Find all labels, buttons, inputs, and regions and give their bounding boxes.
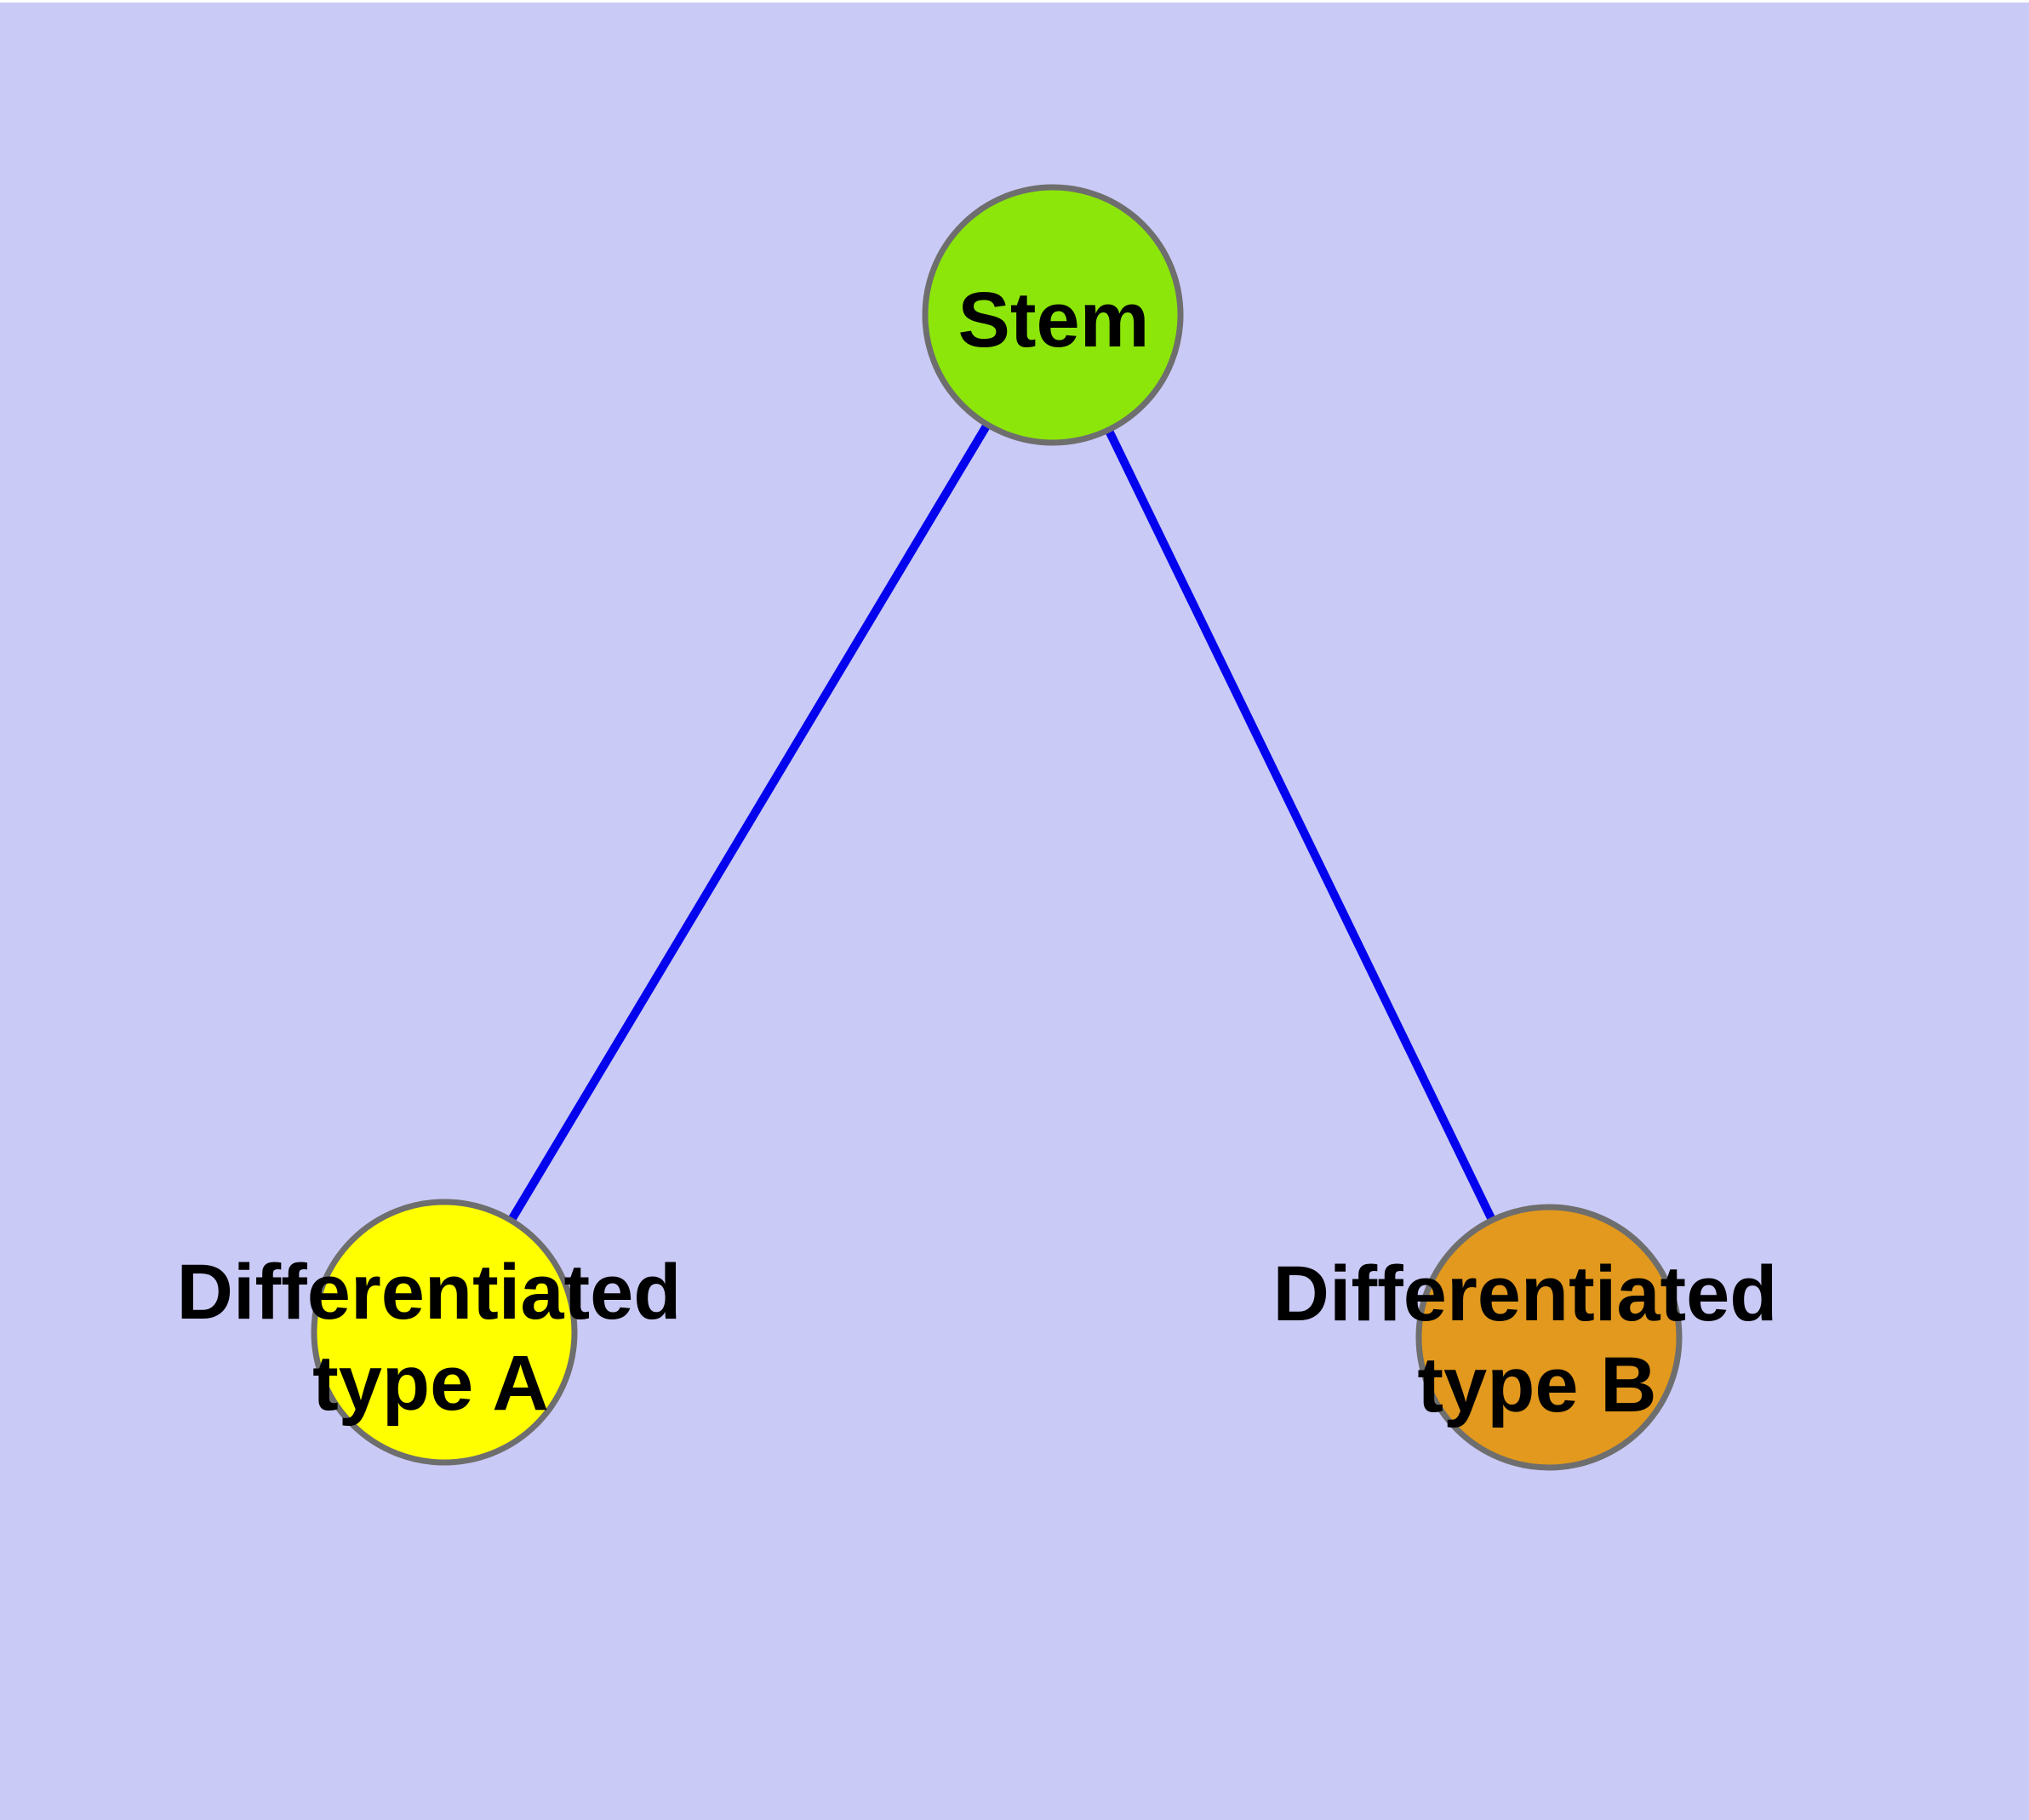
canvas-top-margin: [0, 0, 2029, 3]
stem-node-label: Stem: [958, 277, 1150, 363]
stem-node: [922, 184, 1184, 446]
edge-stem-to-type-a: [440, 312, 1057, 1335]
nodes-layer: [311, 184, 1683, 1471]
differentiated-type-b-node: [1415, 1204, 1683, 1471]
edges-layer: [440, 312, 1553, 1340]
edge-stem-to-type-b: [1049, 312, 1553, 1340]
differentiated-type-a-node: [311, 1199, 578, 1466]
